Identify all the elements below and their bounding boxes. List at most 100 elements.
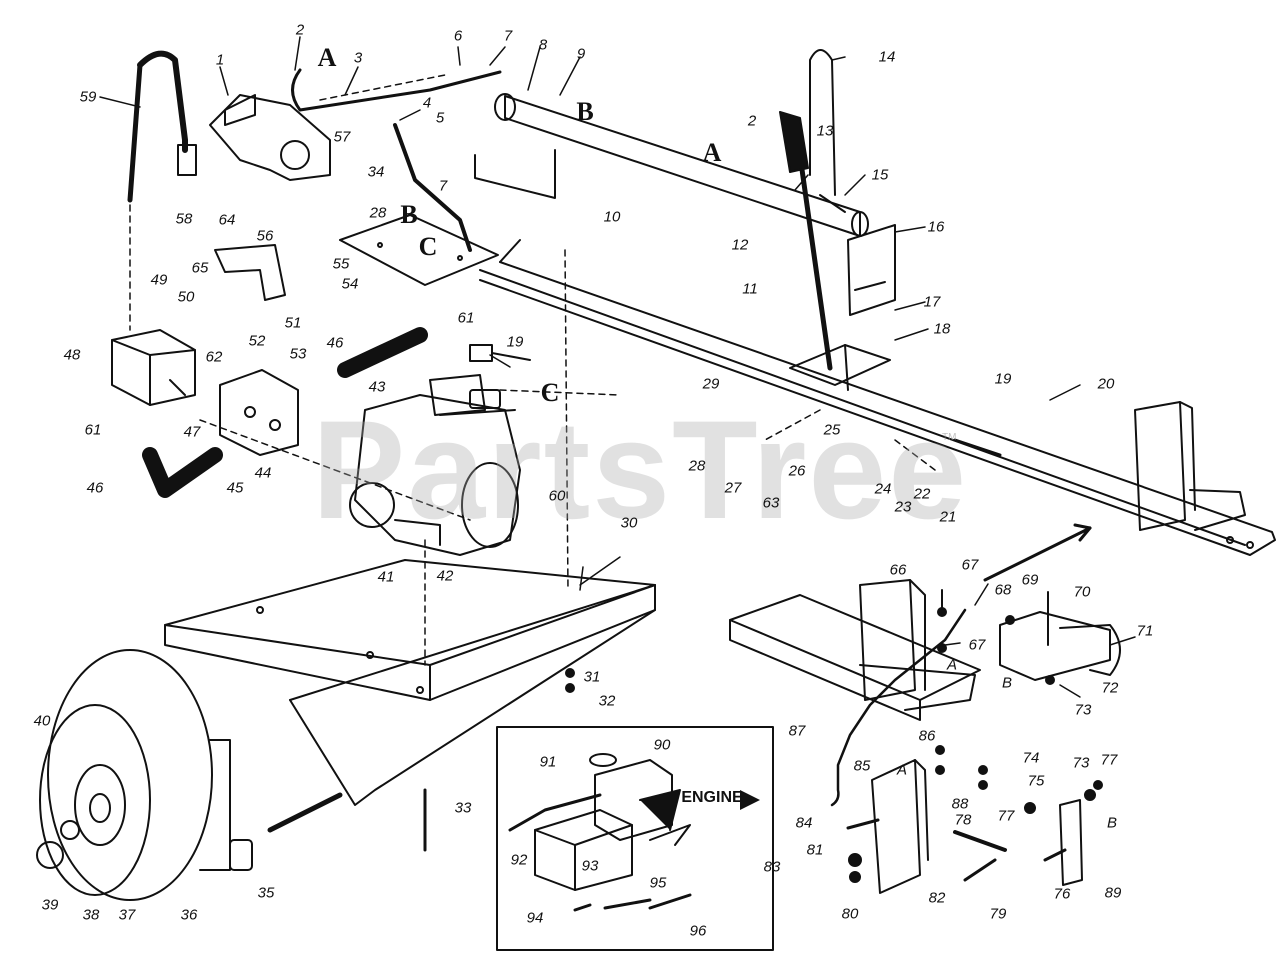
callout: 25: [823, 421, 841, 439]
callout: 19: [506, 333, 524, 351]
callout: 65: [191, 259, 209, 277]
inset-engine-label: ENGINE: [681, 789, 743, 806]
callout: 78: [954, 811, 972, 829]
callout: 63: [762, 494, 780, 512]
callout: 54: [341, 275, 359, 293]
bracket-89: [1059, 799, 1083, 886]
control-handle: [779, 111, 833, 371]
callout: 45: [226, 479, 244, 497]
mount-plate: [339, 214, 499, 286]
callout: 21: [939, 508, 957, 526]
callout: 73: [1072, 754, 1090, 772]
wedge-plate: [847, 224, 896, 316]
callout: 48: [63, 346, 81, 364]
callout: 64: [218, 211, 236, 229]
callout: 73: [1074, 701, 1092, 719]
callout: 12: [731, 236, 749, 254]
watermark: PartsTree: [311, 391, 969, 548]
callout: 15: [871, 166, 889, 184]
callout: 46: [326, 334, 344, 352]
hose-59: [127, 50, 197, 203]
callout: 13: [816, 122, 834, 140]
callout: 68: [994, 581, 1012, 599]
callout: 35: [257, 884, 275, 902]
callout: 96: [689, 922, 707, 940]
callout: 92: [510, 851, 528, 869]
callout: 70: [1073, 583, 1091, 601]
callout: 75: [1027, 772, 1045, 790]
callout: 69: [1021, 571, 1039, 589]
callout: 43: [368, 378, 386, 396]
inset-arrow: [740, 790, 760, 810]
callout: 81: [806, 841, 824, 859]
callout: 7: [503, 27, 513, 45]
callout: 77: [1100, 751, 1118, 769]
callout: 5: [435, 109, 445, 127]
callout: 27: [724, 479, 742, 497]
callout: 58: [175, 210, 193, 228]
callout: 9: [576, 45, 586, 63]
callout: 77: [997, 807, 1015, 825]
callout: 42: [436, 567, 454, 585]
valve-body: [209, 94, 331, 181]
pump: [111, 329, 196, 406]
connector-letter: C: [540, 378, 560, 407]
callout: 19: [994, 370, 1012, 388]
hose-line-3: [291, 68, 502, 112]
rear-foot: [729, 579, 981, 721]
callout: 33: [454, 799, 472, 817]
connector-letter: A: [896, 761, 908, 779]
watermark-tm: TM: [942, 432, 957, 443]
callout: 8: [538, 36, 548, 54]
callout: 79: [989, 905, 1007, 923]
callout: 31: [583, 668, 601, 686]
hub-nut: [36, 820, 80, 869]
callout: 76: [1053, 885, 1071, 903]
connector-letter: B: [576, 97, 594, 126]
fitting-19: [469, 344, 531, 362]
callout: 37: [118, 906, 136, 924]
callout: 59: [79, 88, 97, 106]
callout: 83: [763, 858, 781, 876]
callout: 23: [894, 498, 912, 516]
callout: 66: [889, 561, 907, 579]
chain-87: [830, 608, 967, 807]
connector-letter: B: [1106, 814, 1118, 832]
callout: 50: [177, 288, 195, 306]
dashed-lines: [129, 74, 936, 666]
callout: 85: [853, 757, 871, 775]
connector-letter: B: [1001, 674, 1013, 692]
callout: 14: [878, 48, 896, 66]
callout: 53: [289, 345, 307, 363]
connector-letter: B: [400, 200, 418, 229]
callout: 62: [205, 348, 223, 366]
engine: [349, 374, 521, 556]
callout: 24: [874, 480, 892, 498]
connector-letter: A: [702, 138, 722, 167]
callout: 89: [1104, 884, 1122, 902]
callout: 80: [841, 905, 859, 923]
callout: 10: [603, 208, 621, 226]
callout: 30: [620, 514, 638, 532]
frame: [164, 559, 656, 833]
callout: 2: [295, 21, 305, 39]
callout: 56: [256, 227, 274, 245]
callout: 20: [1097, 375, 1115, 393]
callout: 38: [82, 906, 100, 924]
mount-bracket-53: [219, 369, 299, 456]
callout: 46: [86, 479, 104, 497]
callout: 61: [457, 309, 475, 327]
hitch-71: [999, 611, 1121, 681]
callout: 17: [923, 293, 941, 311]
callout: 29: [702, 375, 720, 393]
bracket-64: [214, 244, 286, 301]
callout: 90: [653, 736, 671, 754]
callout: 93: [581, 857, 599, 875]
hydraulic-cylinder: [474, 93, 869, 237]
spacer-35: [229, 839, 253, 871]
callout: 61: [84, 421, 102, 439]
callout: 26: [788, 462, 806, 480]
callout: 1: [215, 51, 225, 69]
callout: 36: [180, 906, 198, 924]
callout: 40: [33, 712, 51, 730]
